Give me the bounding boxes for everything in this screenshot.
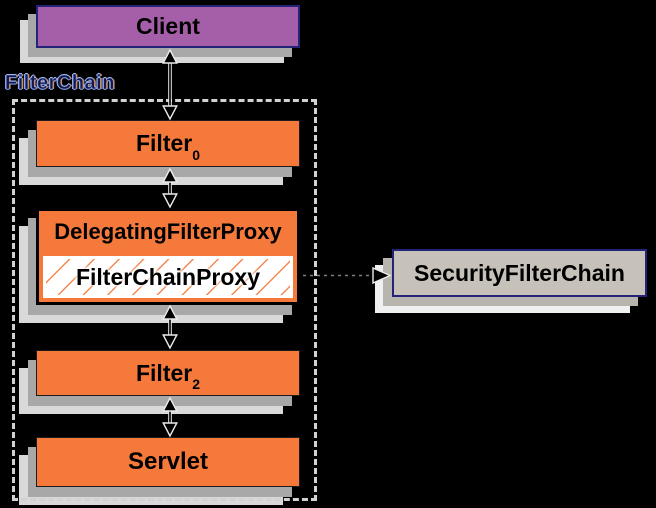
filter2-node: Filter2 [36,350,300,396]
filter0-subscript: 0 [192,146,201,163]
filterchain-group-label: FilterChain [5,72,115,95]
arrowhead-right-icon [372,266,392,285]
arrowhead-up-icon [162,48,178,64]
filter-chain-proxy-label: FilterChainProxy [75,263,261,290]
arrowhead-down-icon [162,105,178,121]
arrow-filter0-dfp [162,167,178,209]
filter2-subscript: 2 [192,376,201,393]
filter2-label: Filter2 [135,359,201,393]
security-filter-chain-node: SecurityFilterChain [392,249,647,297]
servlet-label: Servlet [127,448,209,475]
security-filter-chain-label: SecurityFilterChain [414,259,625,286]
arrowhead-up-icon [162,396,178,412]
arrow-filter2-servlet [162,396,178,438]
delegating-filter-proxy-node: DelegatingFilterProxy FilterChainProxy [36,208,300,305]
arrowhead-down-icon [162,334,178,350]
arrow-client-filter0 [162,48,178,121]
arrowhead-down-icon [162,422,178,438]
arrowhead-down-icon [162,193,178,209]
filter0-node: Filter0 [36,120,300,167]
filter0-label: Filter0 [135,130,201,163]
servlet-node: Servlet [36,437,300,487]
arrowhead-up-icon [162,167,178,183]
delegating-filter-proxy-label: DelegatingFilterProxy [54,219,282,244]
arrow-dfp-filter2 [162,304,178,350]
filter-chain-proxy-node: FilterChainProxy [43,256,293,298]
arrowhead-up-icon [162,304,178,320]
arrow-fcp-securityfilterchain [303,266,392,285]
client-label: Client [136,13,200,39]
client-node: Client [36,5,300,48]
